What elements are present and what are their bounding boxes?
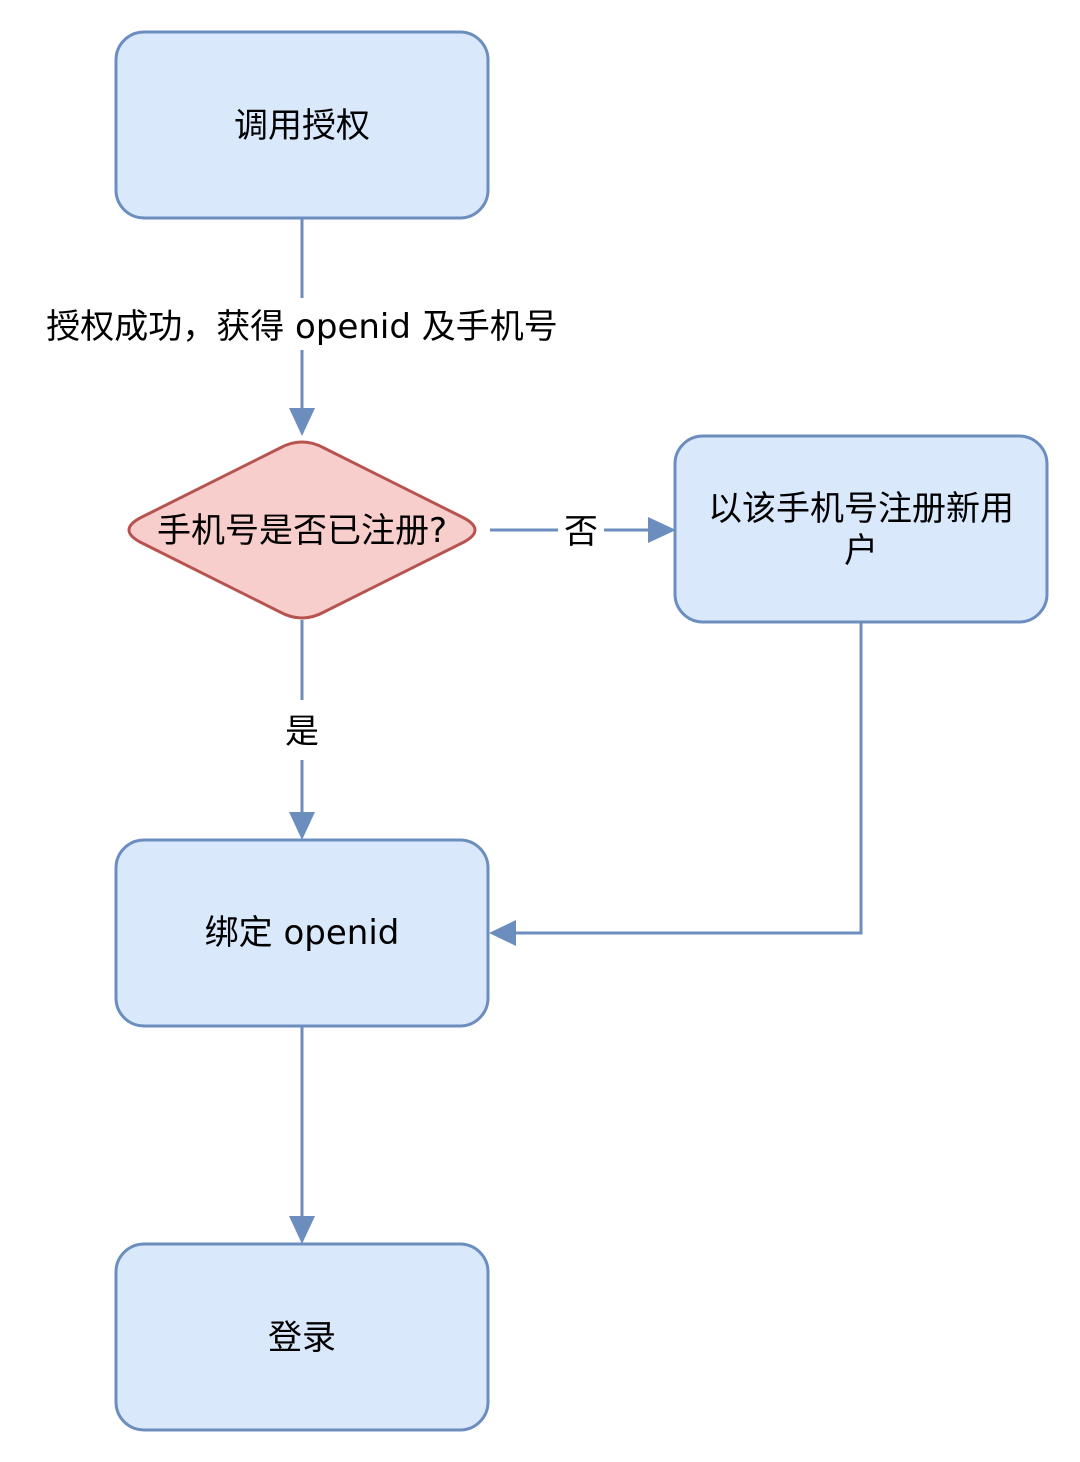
node-label-line1: 以该手机号注册新用 [708, 489, 1014, 529]
edge-decision-yes [289, 620, 315, 840]
node-label: 手机号是否已注册? [157, 511, 447, 551]
edge-label-yes: 是 [285, 712, 319, 752]
edge-line [512, 622, 863, 935]
node-label-line2: 户 [844, 531, 878, 571]
node-register[interactable]: 以该手机号注册新用 户 [673, 434, 1049, 624]
edge-auth-to-decision [289, 218, 315, 436]
edge-decision-no [490, 517, 676, 543]
process-box [673, 434, 1049, 624]
node-label: 登录 [268, 1318, 336, 1358]
edge-register-to-bind [489, 622, 863, 946]
arrowhead-right-icon [648, 517, 676, 543]
process-box [114, 30, 490, 220]
node-label: 绑定 openid [205, 913, 400, 953]
arrowhead-down-icon [289, 408, 315, 436]
edge-bind-to-login [289, 1026, 315, 1244]
decision-diamond [127, 440, 477, 620]
process-box [114, 1242, 490, 1432]
node-decision[interactable]: 手机号是否已注册? [127, 440, 477, 620]
node-label: 调用授权 [234, 106, 370, 146]
arrowhead-down-icon [289, 812, 315, 840]
process-box [114, 838, 490, 1028]
edge-label-auth-success: 授权成功，获得 openid 及手机号 [46, 307, 558, 347]
arrowhead-down-icon [289, 1216, 315, 1244]
node-login[interactable]: 登录 [114, 1242, 490, 1432]
node-call-auth[interactable]: 调用授权 [114, 30, 490, 220]
edge-label-no: 否 [564, 512, 598, 552]
node-bind-openid[interactable]: 绑定 openid [114, 838, 490, 1028]
arrowhead-left-icon [489, 920, 516, 946]
